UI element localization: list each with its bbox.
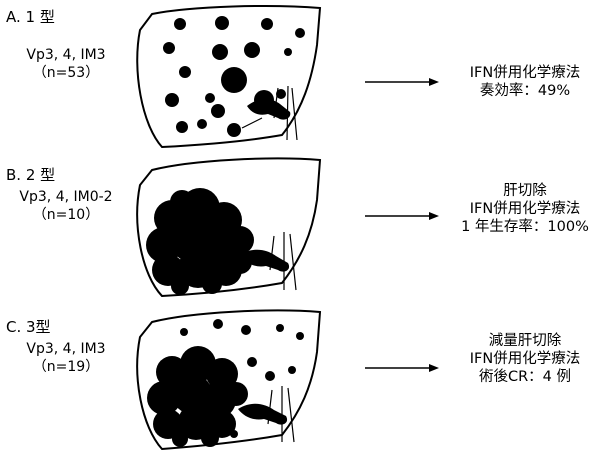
count-line: （n=53） (6, 64, 126, 82)
panel-type1: A. 1 型 Vp3, 4, IM3 （n=53） IFN併用化学療法 奏効率：… (0, 0, 615, 150)
liver-illustration-type2 (122, 150, 327, 300)
patient-group-label: Vp3, 4, IM3 （n=19） (6, 340, 126, 376)
liver-illustration-type3 (122, 302, 327, 452)
classification-line: Vp3, 4, IM0-2 (6, 188, 126, 206)
panel-title: C. 3型 (6, 316, 51, 337)
panel-type2: B. 2 型 Vp3, 4, IM0-2 （n=10） 肝切除 IFN併用化学療… (0, 150, 615, 300)
outcome-line: 1 年生存率：100% (440, 218, 610, 236)
outcome-line: 奏効率：49% (440, 82, 610, 100)
outcome-line: 術後CR：4 例 (440, 368, 610, 386)
panel-title: B. 2 型 (6, 164, 55, 185)
treatment-line: IFN併用化学療法 (440, 64, 610, 82)
panel-type3: C. 3型 Vp3, 4, IM3 （n=19） 減量肝切除 IFN併用化学療法… (0, 302, 615, 452)
arrow-icon (365, 210, 440, 222)
treatment-outcome: 減量肝切除 IFN併用化学療法 術後CR：4 例 (440, 332, 610, 386)
patient-group-label: Vp3, 4, IM3 （n=53） (6, 46, 126, 82)
treatment-line: IFN併用化学療法 (440, 200, 610, 218)
arrow-icon (365, 76, 440, 88)
count-line: （n=19） (6, 358, 126, 376)
liver-illustration-type1 (122, 0, 327, 150)
panel-title: A. 1 型 (6, 6, 55, 27)
classification-line: Vp3, 4, IM3 (6, 340, 126, 358)
treatment-outcome: IFN併用化学療法 奏効率：49% (440, 64, 610, 100)
treatment-line: 減量肝切除 (440, 332, 610, 350)
treatment-line: 肝切除 (440, 182, 610, 200)
count-line: （n=10） (6, 206, 126, 224)
treatment-line: IFN併用化学療法 (440, 350, 610, 368)
treatment-outcome: 肝切除 IFN併用化学療法 1 年生存率：100% (440, 182, 610, 236)
patient-group-label: Vp3, 4, IM0-2 （n=10） (6, 188, 126, 224)
classification-line: Vp3, 4, IM3 (6, 46, 126, 64)
arrow-icon (365, 362, 440, 374)
